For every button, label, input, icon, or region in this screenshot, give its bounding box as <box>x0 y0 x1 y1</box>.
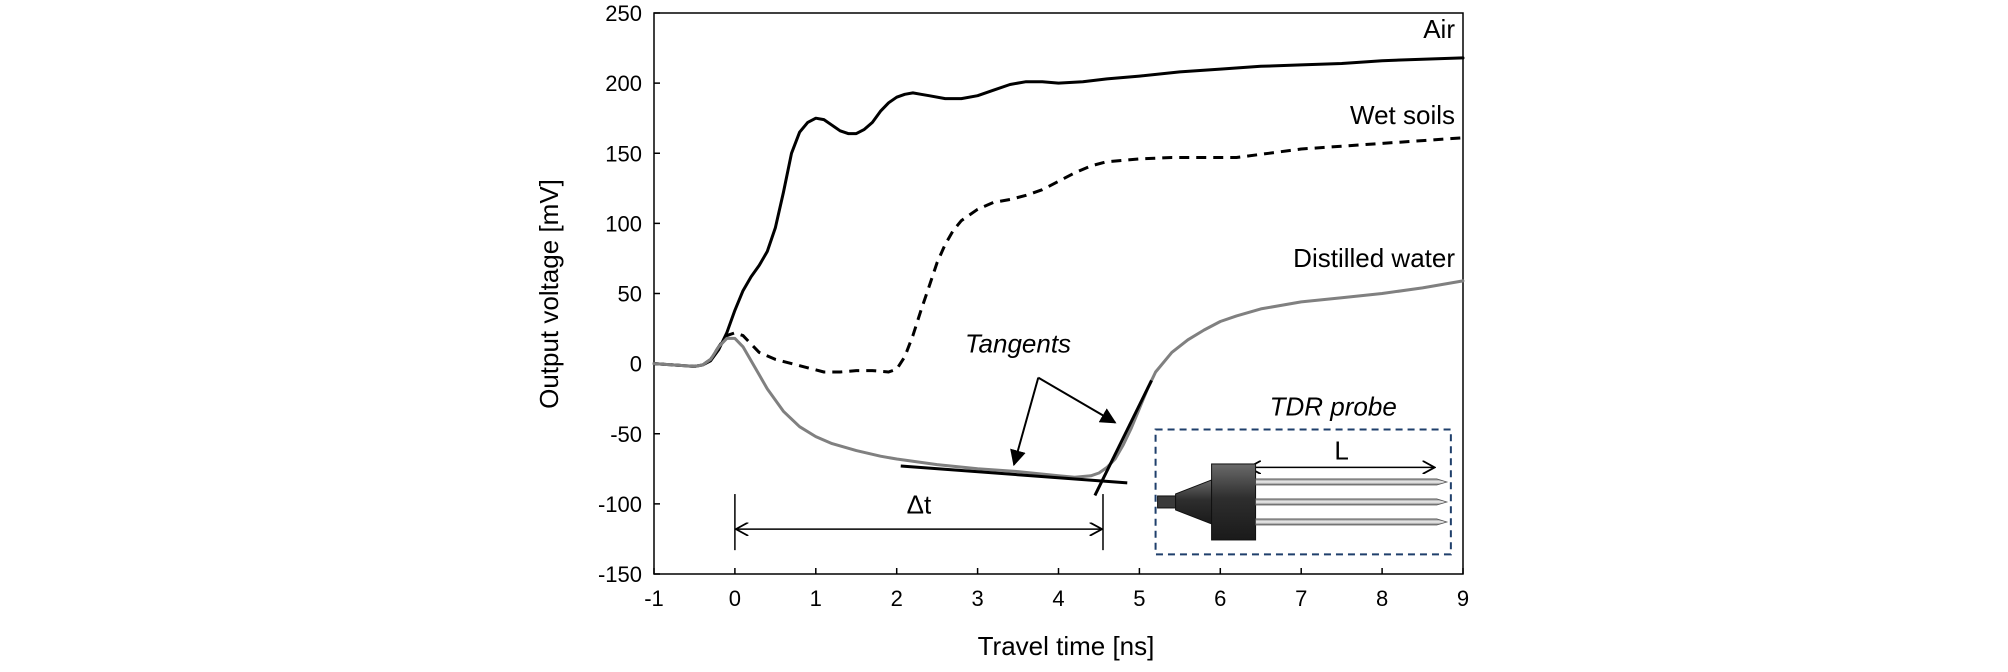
tdr-probe-label: TDR probe <box>1270 392 1397 422</box>
tangents-annotation: Tangents <box>965 328 1117 467</box>
delta-t-label: Δt <box>907 490 932 520</box>
series-line-distilled-water <box>652 279 1465 479</box>
y-tick-label: 100 <box>605 211 642 236</box>
y-tick-label: -50 <box>610 422 642 447</box>
y-axis-title: Output voltage [mV] <box>534 179 564 409</box>
series-label: Air <box>1423 14 1455 44</box>
x-tick-label: 0 <box>729 586 741 611</box>
x-tick-label: -1 <box>644 586 664 611</box>
x-tick-label: 6 <box>1214 586 1226 611</box>
y-tick-label: -150 <box>598 562 642 587</box>
tangent-arrow-right <box>1037 376 1117 424</box>
series-label: Wet soils <box>1350 100 1455 130</box>
x-tick-label: 2 <box>891 586 903 611</box>
series-line-wet-soils <box>653 136 1464 374</box>
series-layer <box>652 56 1465 479</box>
probe-head <box>1211 463 1257 541</box>
probe-rod <box>1255 498 1449 506</box>
tangent-line <box>900 464 1128 485</box>
y-tick-label: -100 <box>598 492 642 517</box>
x-tick-label: 5 <box>1133 586 1145 611</box>
x-axis-title: Travel time [ns] <box>978 631 1155 661</box>
tangent-lines <box>900 379 1153 497</box>
series-line-air <box>652 56 1465 368</box>
y-tick-label: 150 <box>605 141 642 166</box>
x-tick-label: 9 <box>1457 586 1469 611</box>
tdr-probe-inset: TDR probe L <box>1154 392 1452 556</box>
x-tick-label: 7 <box>1295 586 1307 611</box>
series-label: Distilled water <box>1293 243 1455 273</box>
tangent-arrow-left <box>1010 377 1040 467</box>
x-axis: -1 0 1 2 3 4 5 6 7 8 9 <box>644 568 1469 611</box>
y-tick-label: 200 <box>605 71 642 96</box>
y-tick-label: 50 <box>618 282 642 307</box>
x-tick-label: 1 <box>810 586 822 611</box>
probe-rod <box>1255 518 1449 526</box>
x-tick-label: 4 <box>1052 586 1064 611</box>
probe-cable <box>1157 495 1177 509</box>
tangent-line <box>1093 379 1153 497</box>
probe-length-label: L <box>1334 435 1348 465</box>
tangents-label: Tangents <box>965 328 1071 358</box>
delta-t-annotation: Δt <box>734 490 1104 551</box>
tdr-probe-drawing <box>1157 463 1449 541</box>
probe-rod <box>1255 478 1449 486</box>
y-axis: -150 -100 -50 0 50 100 150 200 250 <box>598 1 660 587</box>
y-tick-label: 0 <box>630 352 642 377</box>
x-tick-label: 8 <box>1376 586 1388 611</box>
y-tick-label: 250 <box>605 1 642 26</box>
x-tick-label: 3 <box>971 586 983 611</box>
